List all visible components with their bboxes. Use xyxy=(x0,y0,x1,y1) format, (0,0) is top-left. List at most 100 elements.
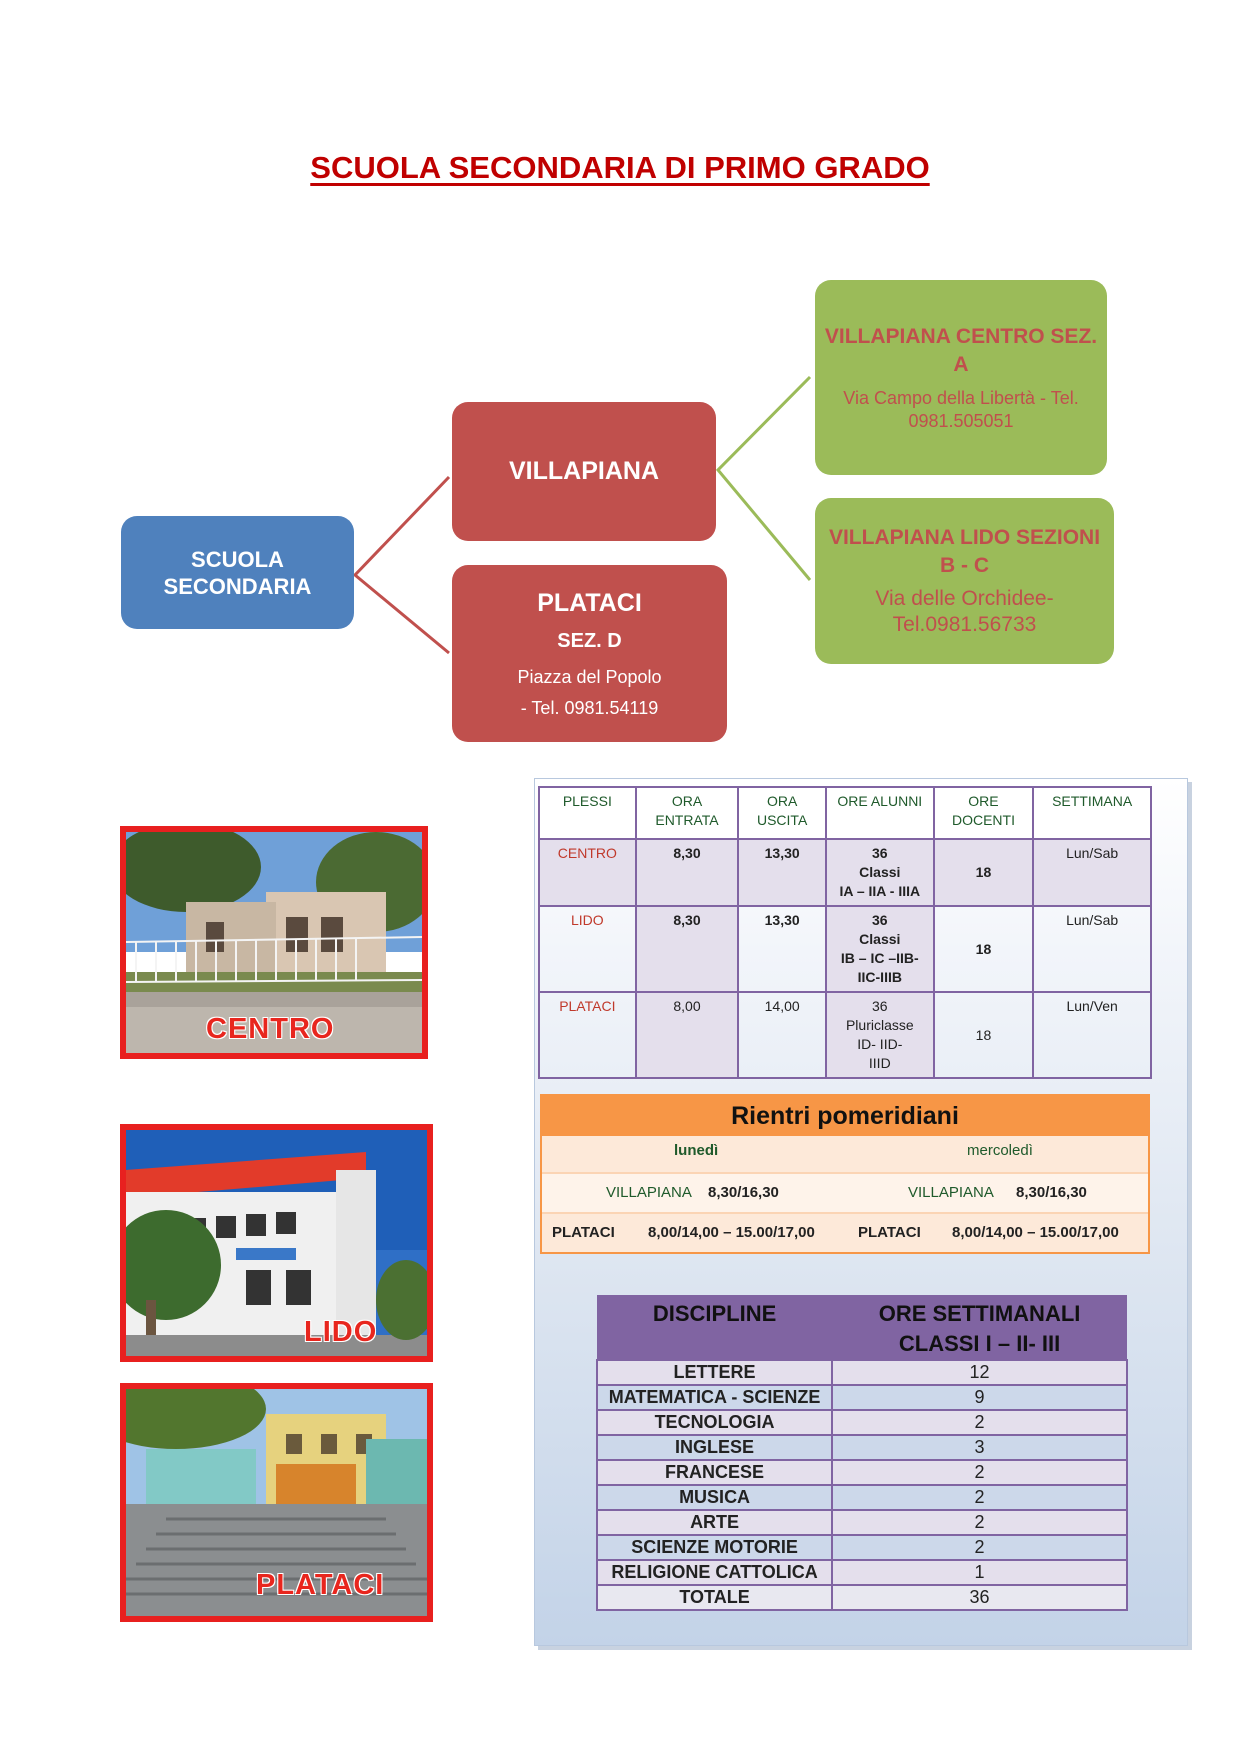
discipline-header-name: DISCIPLINE xyxy=(597,1295,833,1360)
school-lido-image xyxy=(126,1130,427,1356)
schedule-cell-entrata: 8,30 xyxy=(634,905,740,993)
red-connector xyxy=(352,475,451,655)
school-plataci-image xyxy=(126,1389,427,1616)
rientri-place: VILLAPIANA xyxy=(606,1184,692,1201)
discipline-hours: 2 xyxy=(831,1484,1128,1511)
node-lido-label-line2: B - C xyxy=(940,554,989,577)
schedule-cell-settimana: Lun/Sab xyxy=(1032,905,1152,993)
rientri-time: 8,30/16,30 xyxy=(708,1184,779,1201)
discipline-name: MUSICA xyxy=(595,1484,834,1511)
node-plataci-section: SEZ. D xyxy=(557,629,622,652)
rientri-title: Rientri pomeridiani xyxy=(542,1096,1148,1136)
schedule-cell-settimana: Lun/Ven xyxy=(1032,991,1152,1079)
node-villapiana: VILLAPIANA xyxy=(452,402,716,541)
rientri-place: VILLAPIANA xyxy=(908,1184,994,1201)
rientri-time: 8,00/14,00 – 15.00/17,00 xyxy=(648,1224,815,1241)
schedule-cell-docenti: 18 xyxy=(932,991,1035,1079)
green-connector xyxy=(715,375,812,581)
discipline-name: FRANCESE xyxy=(595,1459,834,1486)
discipline-hours: 12 xyxy=(831,1359,1128,1386)
discipline-hours: 36 xyxy=(831,1584,1128,1611)
node-scuola-secondaria: SCUOLA SECONDARIA xyxy=(121,516,354,629)
schedule-header-ore-alunni: ORE ALUNNI xyxy=(824,786,935,840)
schedule-cell-entrata: 8,30 xyxy=(634,838,740,907)
rientri-place: PLATACI xyxy=(552,1224,615,1241)
schedule-cell-uscita: 14,00 xyxy=(737,991,827,1079)
schedule-header-settimana: SETTIMANA xyxy=(1032,786,1152,840)
photo-plataci-label: PLATACI xyxy=(256,1569,385,1601)
node-plataci-label: PLATACI xyxy=(537,588,642,617)
schedule-cell-docenti: 18 xyxy=(932,905,1035,993)
photo-centro-label: CENTRO xyxy=(206,1013,335,1045)
discipline-name: ARTE xyxy=(595,1509,834,1536)
rientri-days-row: lunedì mercoledì xyxy=(542,1136,1148,1172)
photo-lido-label: LIDO xyxy=(304,1316,378,1348)
discipline-name: MATEMATICA - SCIENZE xyxy=(595,1384,834,1411)
node-lido-address: Via delle Orchidee- xyxy=(875,587,1054,610)
node-plataci: PLATACI SEZ. D Piazza del Popolo - Tel. … xyxy=(452,565,727,742)
page-title: SCUOLA SECONDARIA DI PRIMO GRADO xyxy=(310,150,930,185)
discipline-name: SCIENZE MOTORIE xyxy=(595,1534,834,1561)
node-lido-phone: Tel.0981.56733 xyxy=(892,613,1037,636)
node-villapiana-label: VILLAPIANA xyxy=(509,457,659,485)
node-root-line2: SECONDARIA xyxy=(163,573,312,599)
discipline-name: TOTALE xyxy=(595,1584,834,1611)
school-centro-image xyxy=(126,832,422,1053)
rientri-time: 8,00/14,00 – 15.00/17,00 xyxy=(952,1224,1119,1241)
schedule-cell-plesso: CENTRO xyxy=(538,838,637,907)
discipline-name: LETTERE xyxy=(595,1359,834,1386)
schedule-cell-plesso: PLATACI xyxy=(538,991,637,1079)
rientri-place: PLATACI xyxy=(858,1224,921,1241)
node-plataci-address: Piazza del Popolo xyxy=(517,666,662,687)
schedule-header-plessi: PLESSI xyxy=(538,786,637,840)
node-lido-label-line1: VILLAPIANA LIDO SEZIONI xyxy=(828,526,1101,549)
rientri-row-plataci: PLATACI 8,00/14,00 – 15.00/17,00 PLATACI… xyxy=(542,1212,1148,1252)
schedule-cell-settimana: Lun/Sab xyxy=(1032,838,1152,907)
discipline-hours: 1 xyxy=(831,1559,1128,1586)
rientri-time: 8,30/16,30 xyxy=(1016,1184,1087,1201)
rientri-row-villapiana: VILLAPIANA 8,30/16,30 VILLAPIANA 8,30/16… xyxy=(542,1172,1148,1212)
discipline-name: INGLESE xyxy=(595,1434,834,1461)
discipline-hours: 2 xyxy=(831,1509,1128,1536)
node-centro-label: VILLAPIANA CENTRO SEZ. A xyxy=(824,324,1098,376)
discipline-hours: 2 xyxy=(831,1459,1128,1486)
rientri-day-mercoledi: mercoledì xyxy=(967,1142,1033,1159)
photo-plataci: PLATACI xyxy=(120,1383,433,1622)
schedule-cell-docenti: 18 xyxy=(932,838,1035,907)
schedule-cell-uscita: 13,30 xyxy=(737,838,827,907)
node-root-line1: SCUOLA xyxy=(191,546,284,572)
node-centro-address: Via Campo della Libertà - Tel. xyxy=(843,387,1079,408)
schedule-cell-entrata: 8,00 xyxy=(634,991,740,1079)
photo-centro: CENTRO xyxy=(120,826,428,1059)
discipline-name: TECNOLOGIA xyxy=(595,1409,834,1436)
discipline-hours: 3 xyxy=(831,1434,1128,1461)
rientri-table: Rientri pomeridiani lunedì mercoledì VIL… xyxy=(540,1094,1150,1254)
schedule-cell-uscita: 13,30 xyxy=(737,905,827,993)
discipline-hours: 9 xyxy=(831,1384,1128,1411)
node-villapiana-centro: VILLAPIANA CENTRO SEZ. A Via Campo della… xyxy=(815,280,1107,475)
schedule-cell-plesso: LIDO xyxy=(538,905,637,993)
